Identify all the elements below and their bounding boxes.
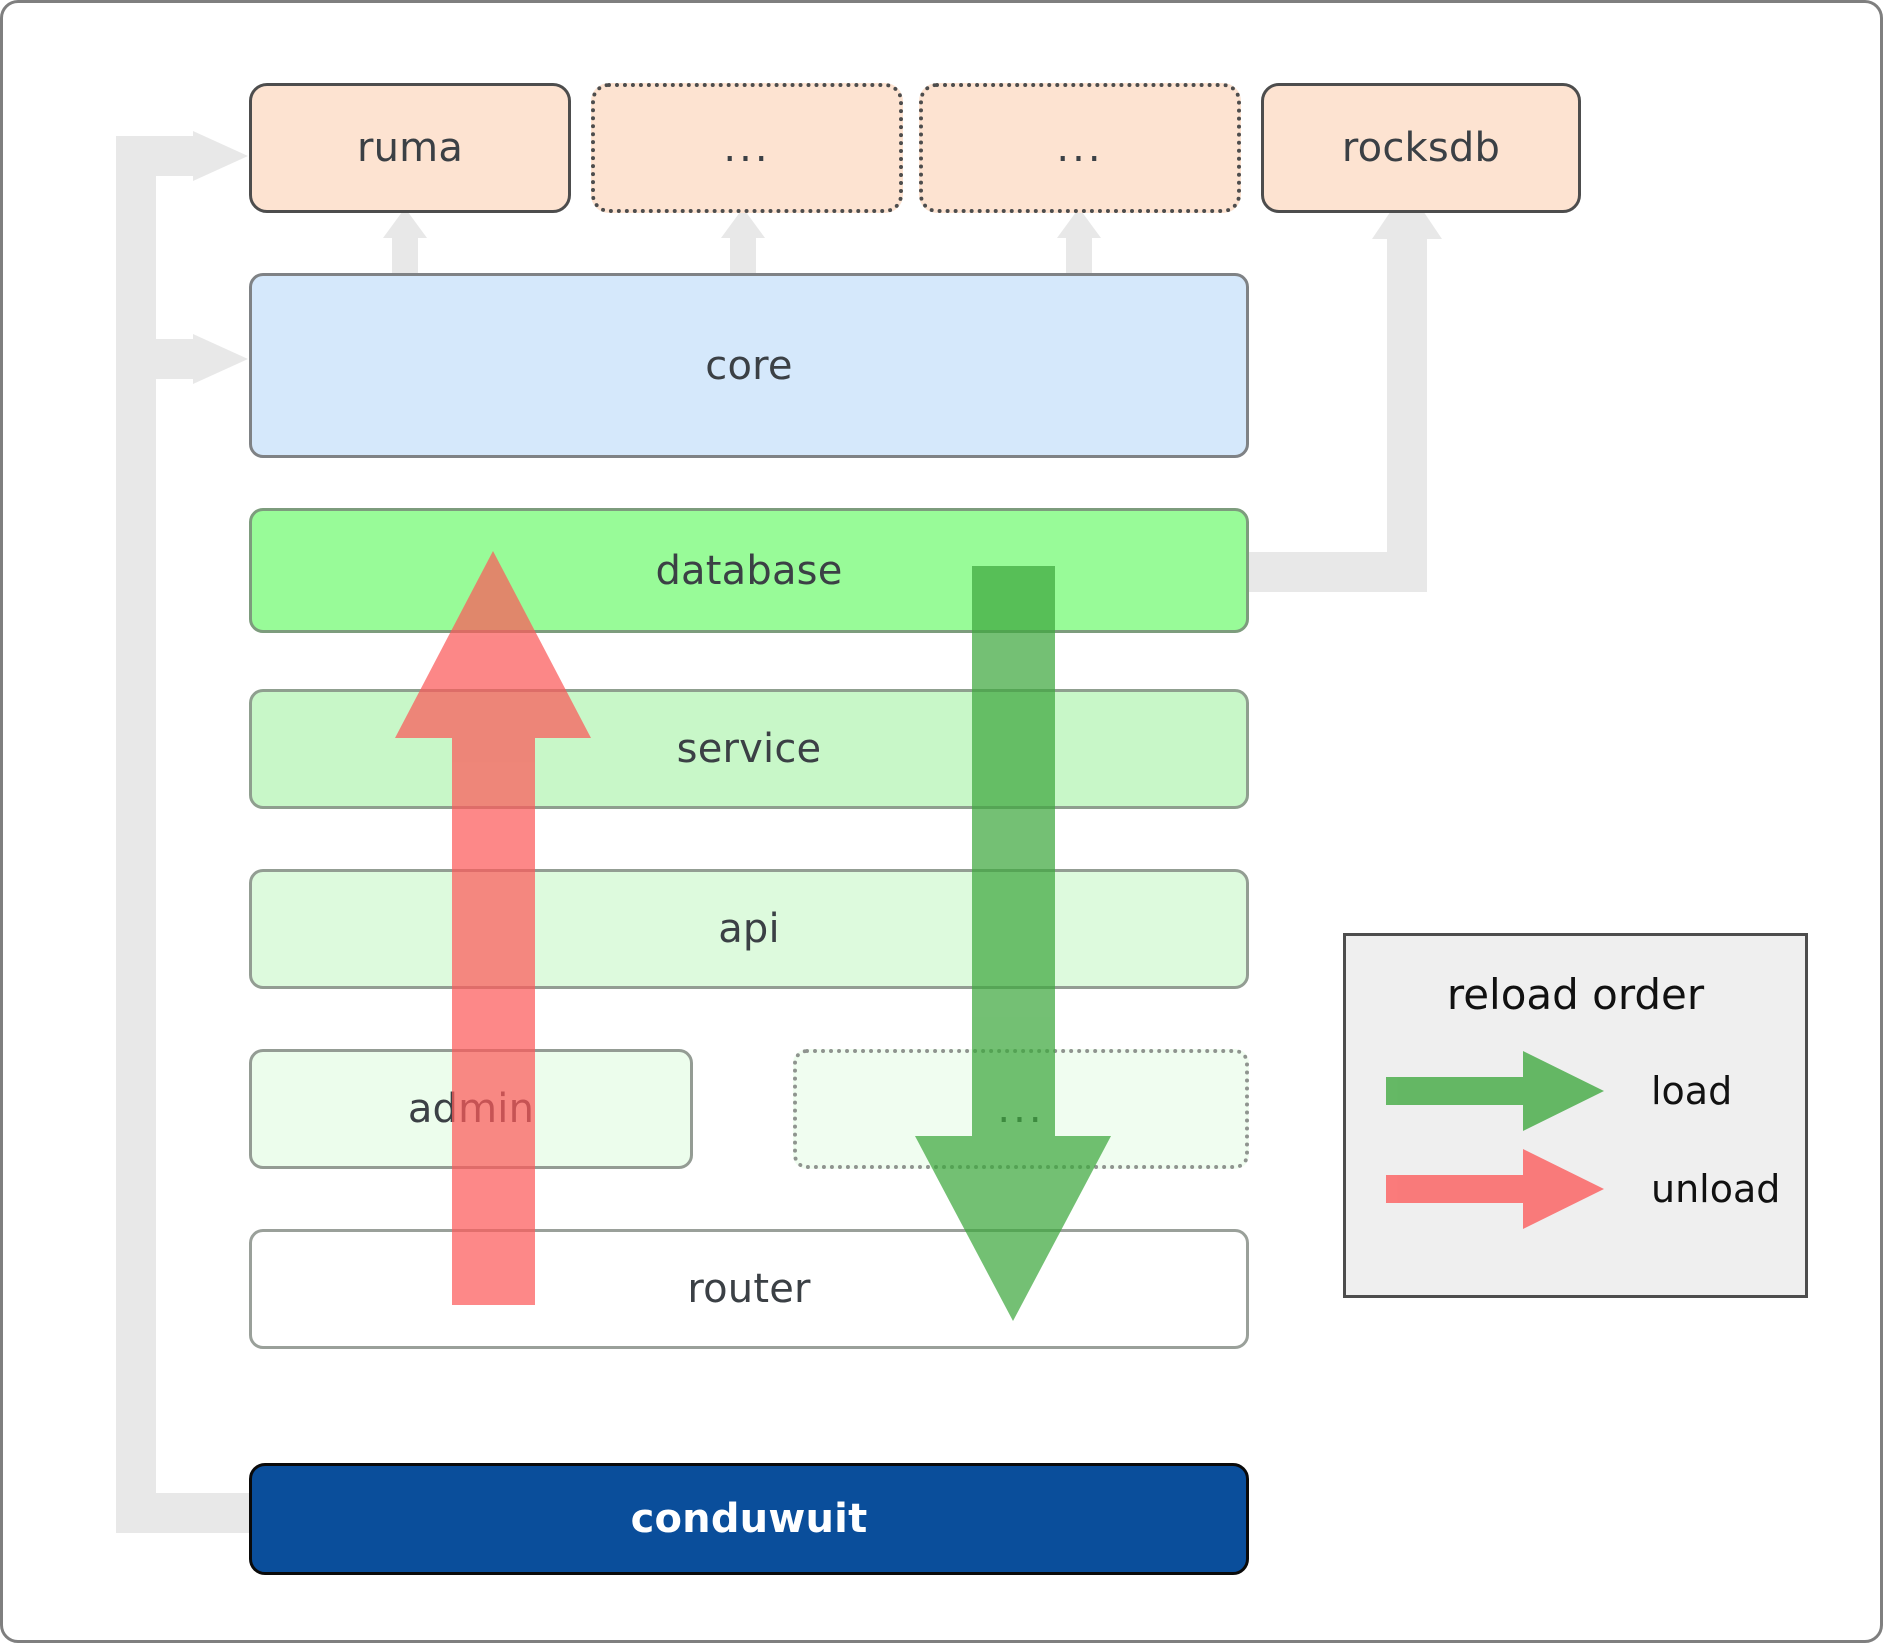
connector-core-to-deps	[383, 208, 1101, 281]
dependency-label: rocksdb	[1341, 125, 1501, 171]
dependency-node-rocksdb[interactable]: rocksdb	[1261, 83, 1581, 213]
dependency-node-ruma[interactable]: ruma	[249, 83, 571, 213]
crate-label: router	[687, 1266, 811, 1312]
load-arrow	[915, 566, 1111, 1321]
binary-node-conduwuit[interactable]: conduwuit	[249, 1463, 1249, 1575]
crate-node-database[interactable]: database	[249, 508, 1249, 633]
binary-label: conduwuit	[630, 1496, 868, 1542]
legend-title: reload order	[1446, 970, 1705, 1019]
reload-flow-arrows	[395, 551, 1111, 1321]
dependency-node-ellipsis-2[interactable]: ...	[919, 83, 1241, 213]
crate-label: service	[676, 726, 822, 772]
legend-label-unload: unload	[1651, 1167, 1781, 1211]
legend-arrow-swatches	[1386, 1051, 1604, 1229]
connector-database-to-rocksdb	[1221, 187, 1442, 592]
legend-swatch-unload	[1386, 1149, 1604, 1229]
dependency-node-ellipsis-1[interactable]: ...	[591, 83, 903, 213]
crate-node-api[interactable]: api	[249, 869, 1249, 989]
crate-label: api	[718, 906, 780, 952]
connector-arrows	[116, 131, 1442, 1533]
crate-label: database	[655, 547, 843, 594]
core-label: core	[705, 342, 793, 389]
legend-label-load: load	[1651, 1069, 1733, 1113]
unload-arrow	[395, 551, 591, 1305]
connector-arrowhead-ruma	[193, 131, 248, 181]
core-node[interactable]: core	[249, 273, 1249, 458]
legend-swatch-load	[1386, 1051, 1604, 1131]
legend-panel: reload order load unload	[1343, 933, 1808, 1298]
crate-node-router[interactable]: router	[249, 1229, 1249, 1349]
connector-arrowhead-core	[193, 334, 248, 384]
dependency-label: ruma	[356, 125, 464, 171]
